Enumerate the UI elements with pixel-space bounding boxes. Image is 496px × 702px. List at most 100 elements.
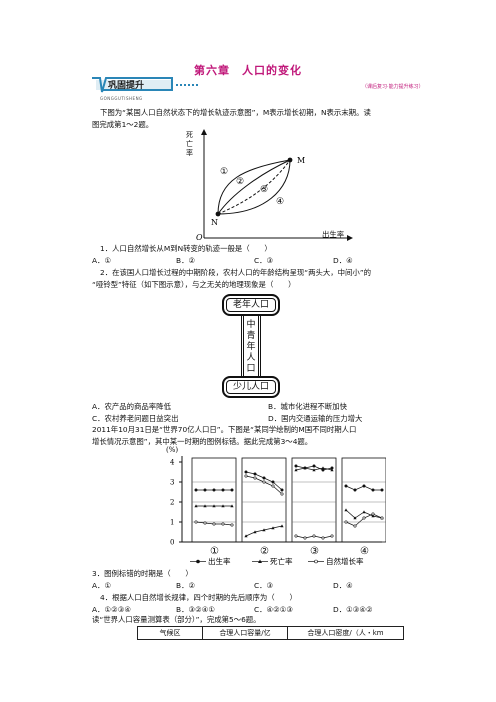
q2-option-c: C．农村养老问题日益突出 [92,414,179,423]
intro2-line-2: 增长情况示意图”，其中某一时期的图例标错。据此完成第3～4题。 [92,437,313,446]
fig3-data-point [380,488,384,492]
fig3-data-point [280,492,284,496]
fig3-panel-frame [241,457,287,543]
fig3-panel-label: ③ [310,546,319,557]
fig3-data-point [253,530,257,534]
fig3-data-point [330,534,334,538]
fig3-data-point [321,536,325,540]
fig3-data-point [203,521,207,525]
intro2-line-1: 2011年10月31日是“世界70亿人口日”。下图是“某同学绘制的M国不同时期人… [92,425,357,434]
section-label: 巩固提升 [108,81,145,91]
chapter-title: 第六章 人口的变化 [194,64,302,77]
fig3-data-point [294,534,298,538]
q4-option-b: B．③②④① [176,605,215,614]
q2-option-b: B．城市化进程不断加快 [268,402,347,411]
fig3-data-point [280,524,284,528]
fig3-data-point [362,484,366,488]
fig3-data-point [221,522,225,526]
fig3-y-tick-label: 4 [170,459,175,467]
q2-stem-2: “哑铃型”特征（如下图示意），与之无关的地理现象是（ ） [92,280,296,289]
fig3-data-point [244,534,248,538]
q1-option-a: A．① [92,256,112,265]
fig3-data-point [203,488,207,492]
fig3-data-point [312,534,316,538]
fig3-data-point [371,488,375,492]
curve-label-1: ① [220,167,228,177]
fig3-legend-label: 自然增长率 [326,556,364,566]
q1-option-d: D．④ [333,256,353,265]
fig3-unit-label: (%) [166,446,178,454]
table-header-climate: 气候区 [137,626,203,640]
q3-option-d: D．④ [333,581,353,590]
table-header-row: 气候区 合理人口容量/亿 合理人口密度/（人・km [137,626,404,640]
fig3-data-point [312,468,316,472]
fig3-data-point [253,476,257,480]
q2-stem-1: 2．在该国人口增长过程的中期阶段，农村人口的年龄结构呈现“两头大，中间小”的 [100,268,372,277]
fig3-data-point [380,516,384,520]
fig3-data-point [321,466,325,470]
fig3-data-point [262,480,266,484]
fig3-legend-label: 死亡率 [270,556,293,566]
fig3-data-point [303,536,307,540]
curve-label-4: ④ [276,197,284,207]
q3-stem: 3．图例标错的时期是（ ） [92,569,193,578]
elderly-population-block: 老年人口 [222,294,280,316]
fig3-data-point [312,464,316,468]
intro3-line-1: 读“世界人口容量测算表（部分）”，完成第5～6题。 [92,615,261,624]
fig3-data-point [212,522,216,526]
q1-stem: 1．人口自然增长从M到N转变的轨迹一般是（ ） [100,244,272,253]
fig1-y-axis-label: 死亡率 [186,131,193,157]
fig1-x-axis-label: 出生率 [322,230,345,239]
fig3-y-tick-label: 0 [170,539,174,547]
fig3-data-point [194,504,198,508]
population-capacity-table: 气候区 合理人口容量/亿 合理人口密度/（人・km [137,626,404,640]
point-m-label: M [297,156,305,165]
fig3-data-point [244,474,248,478]
growth-trajectory-diagram: M N O ① ② ③ ④ [196,129,353,242]
fig3-data-point [262,476,266,480]
q1-option-c: C．③ [254,256,274,265]
fig3-data-point [244,470,248,474]
intro-line-2: 图完成第1～2题。 [92,120,154,129]
curve-label-2: ② [236,177,244,187]
fig3-panel-frame [291,457,337,543]
fig3-y-tick-label: 2 [170,499,174,507]
fig3-data-point [330,468,334,472]
fig3-data-point [344,508,348,512]
banner-dots [176,84,198,88]
child-population-block: 少儿人口 [222,376,280,398]
section-right-label: （课后复习·能力提升练习） [362,84,424,90]
point-n-label: N [211,218,218,227]
fig3-data-point [371,514,375,518]
fig3-data-point [203,504,207,508]
q4-option-d: D．①③④② [333,605,373,614]
fig3-data-point [362,510,366,514]
fig3-data-point [271,480,275,484]
section-banner [92,77,173,93]
fig3-data-point [353,488,357,492]
fig3-y-tick-label: 3 [170,479,174,487]
table-header-capacity: 合理人口容量/亿 [202,626,288,640]
fig3-data-point [294,468,298,472]
fig3-y-tick-label: 1 [170,519,174,527]
fig3-panel-label: ④ [360,546,369,557]
fig3-data-point [294,464,298,468]
fig3-data-point [212,504,216,508]
fig3-data-point [253,472,257,476]
q1-option-b: B．② [176,256,196,265]
fig3-data-point [262,528,266,532]
intro-line-1: 下图为“某国人口自然状态下的增长轨迹示意图”，M表示增长初期，N表示末期。读 [100,108,371,117]
section-sub: GONGGUTISHENG [100,96,143,101]
q2-option-d: D．国内交通运输的压力增大 [268,414,363,423]
fig3-data-point [280,488,284,492]
fig3-series-line [345,513,383,527]
fig3-data-point [344,484,348,488]
q4-option-a: A．①②③④ [92,605,131,614]
fig3-legend-marker [258,559,262,563]
fig3-data-point [353,524,357,528]
fig3-data-point [271,484,275,488]
q3-option-b: B．② [176,581,196,590]
curve-label-3: ③ [260,185,268,195]
q4-option-c: C．④②①③ [254,605,294,614]
